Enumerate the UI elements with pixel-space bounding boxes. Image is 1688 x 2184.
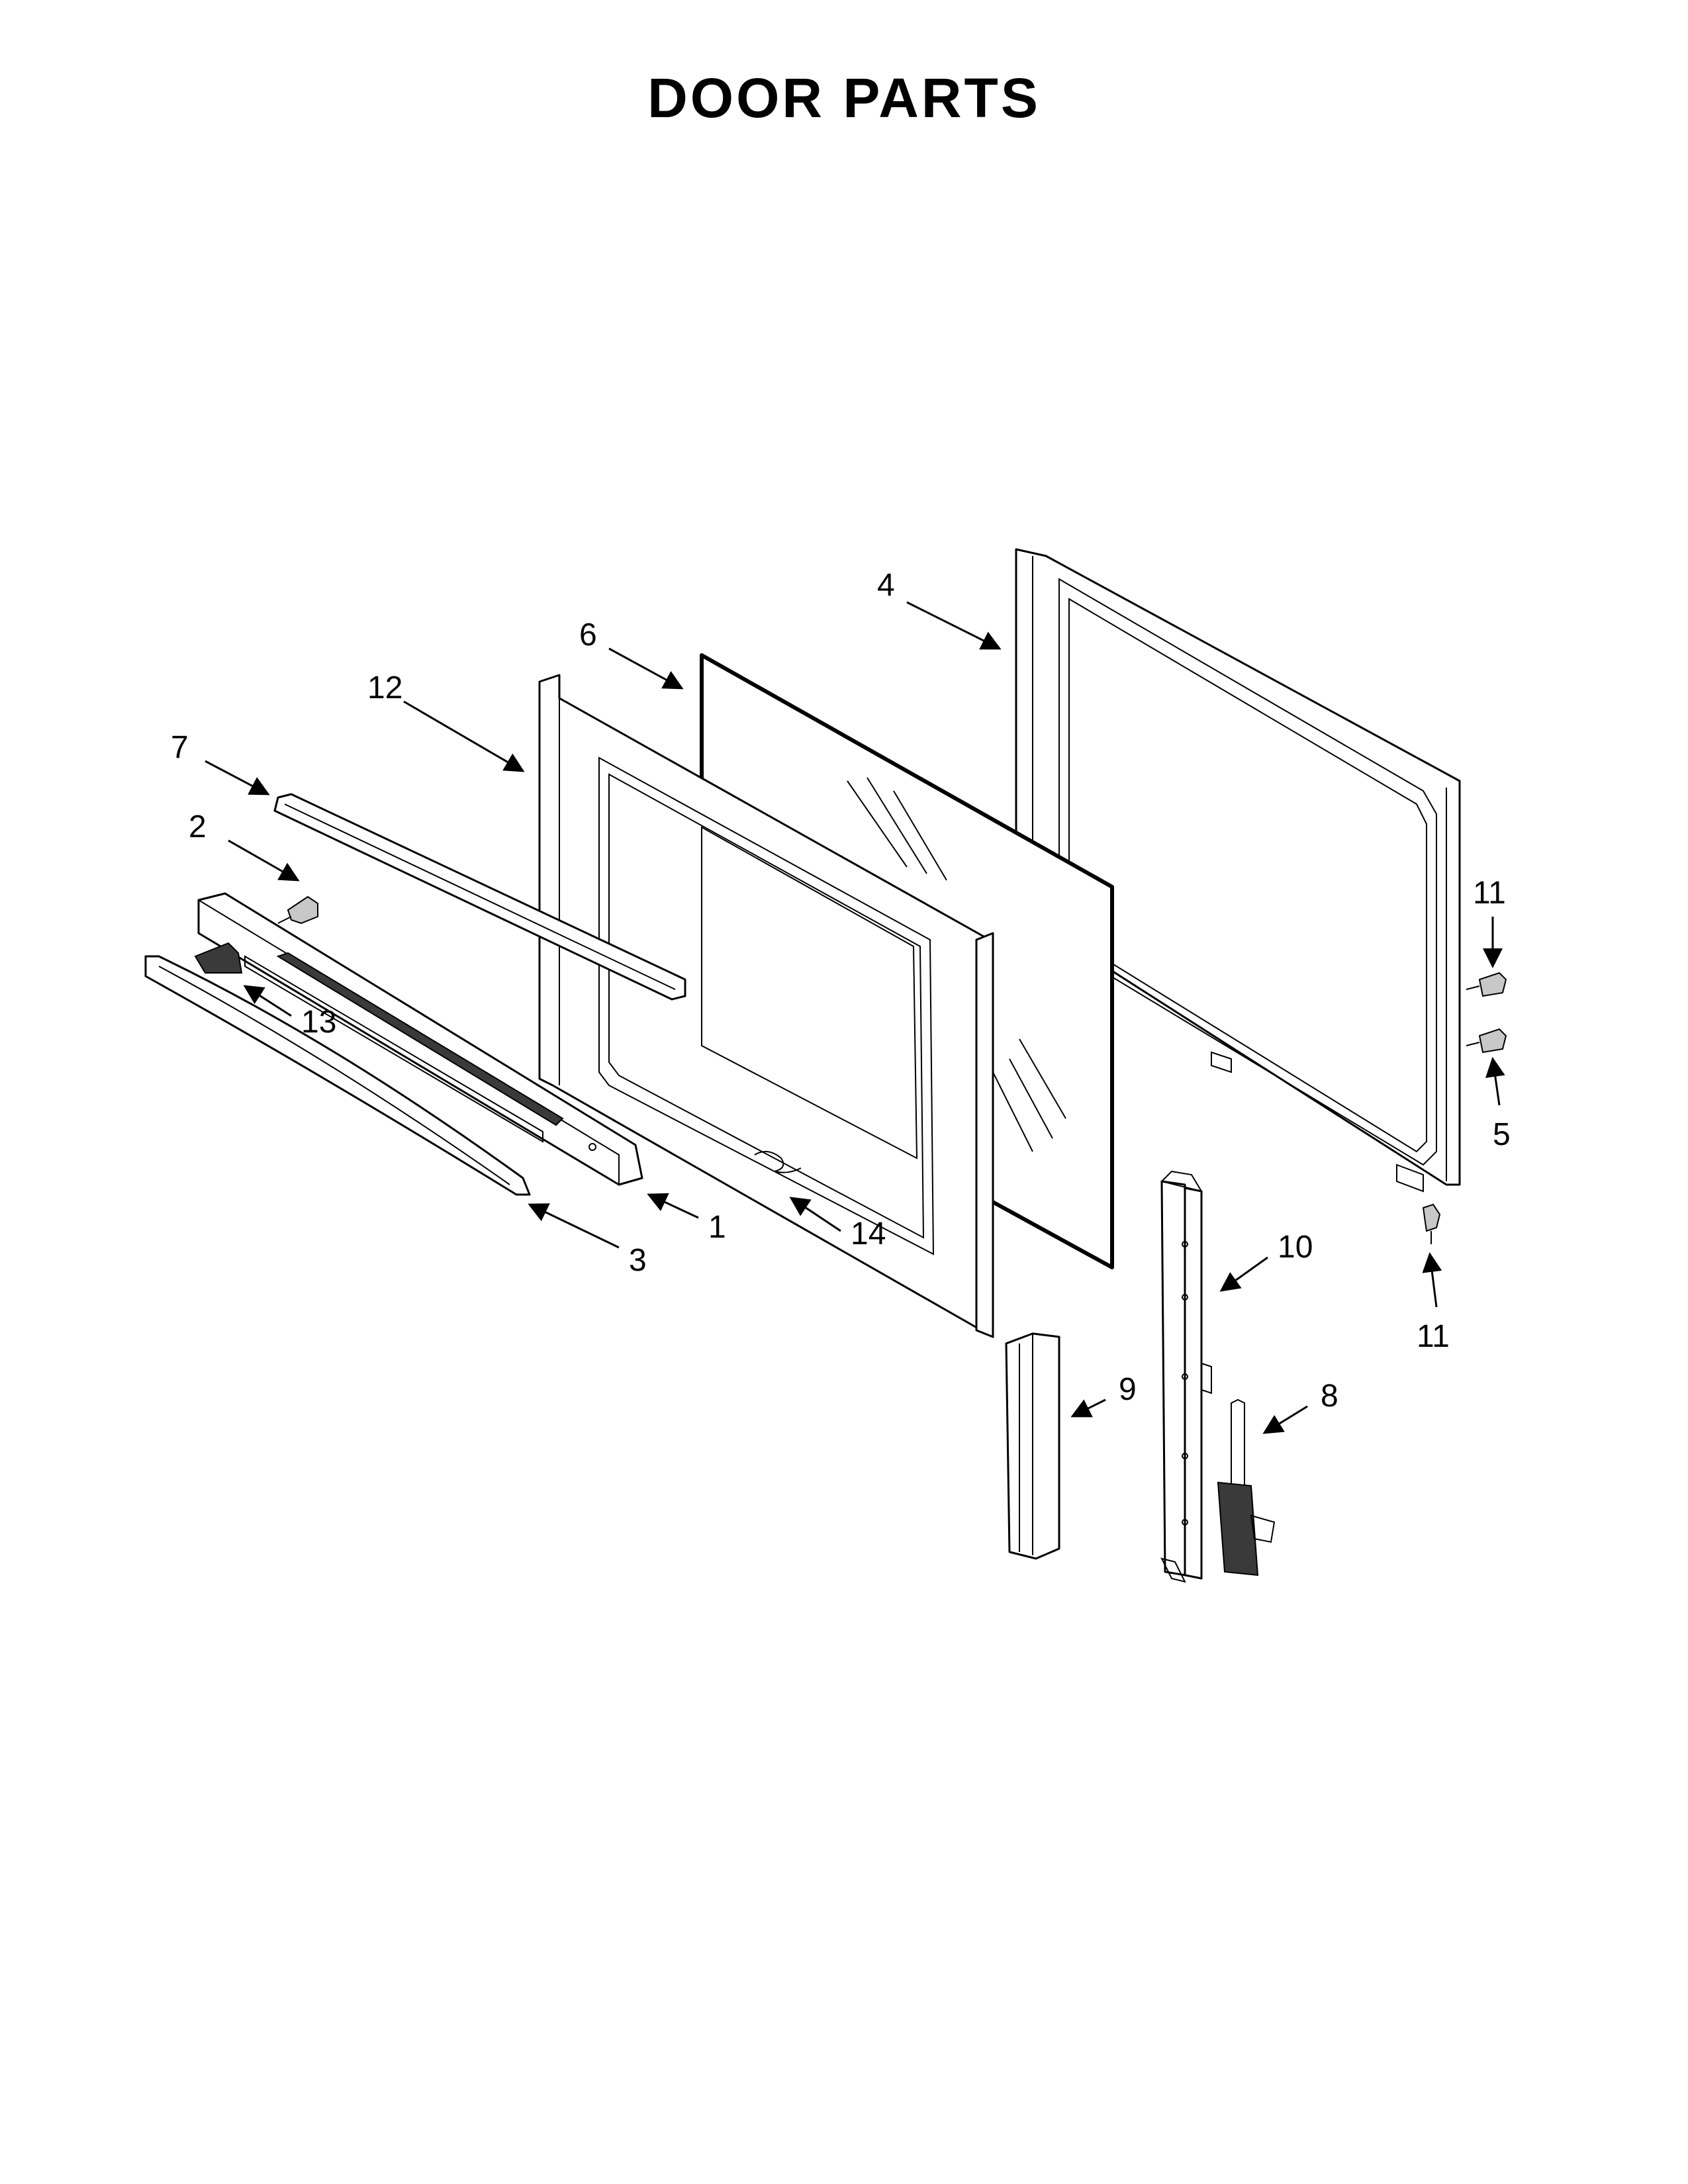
- leader-14: [789, 1197, 841, 1232]
- callout-7: 7: [171, 730, 189, 765]
- callout-2: 2: [189, 809, 207, 844]
- part-5-screw: [1466, 1028, 1507, 1054]
- part-13-end-cap: [194, 942, 243, 974]
- callout-1: 1: [708, 1210, 726, 1245]
- callout-13: 13: [301, 1005, 336, 1040]
- leader-2: [228, 839, 300, 882]
- callout-5: 5: [1493, 1117, 1511, 1152]
- leader-1: [647, 1193, 699, 1219]
- leader-12: [403, 700, 525, 772]
- callout-8: 8: [1321, 1379, 1338, 1414]
- leader-8: [1262, 1405, 1308, 1434]
- callout-3: 3: [629, 1243, 647, 1278]
- callout-14: 14: [851, 1216, 886, 1251]
- callout-10: 10: [1278, 1230, 1313, 1265]
- callout-9: 9: [1119, 1372, 1137, 1407]
- callout-12: 12: [367, 670, 402, 705]
- part-4-inner-door-frame: [1015, 548, 1461, 1193]
- leader-13: [243, 985, 292, 1017]
- leader-7: [205, 760, 270, 796]
- part-7-top-trim: [273, 793, 686, 1001]
- callout-11-lower: 11: [1417, 1319, 1450, 1354]
- leader-4: [906, 601, 1002, 650]
- leader-3: [528, 1203, 620, 1249]
- part-12-outer-door-panel: [538, 674, 994, 1338]
- part-10-hinge-bracket: [1160, 1170, 1212, 1583]
- leader-5: [1485, 1057, 1505, 1106]
- part-11-screw-lower: [1422, 1203, 1441, 1244]
- leader-6: [608, 647, 684, 690]
- part-9-channel: [1005, 1332, 1060, 1560]
- part-8-hinge: [1217, 1398, 1276, 1576]
- callout-11-upper: 11: [1473, 876, 1506, 911]
- part-2-screw: [277, 895, 318, 925]
- callout-6: 6: [579, 617, 597, 653]
- part-3-handle: [144, 955, 531, 1196]
- callout-4: 4: [877, 568, 895, 603]
- leader-9: [1070, 1398, 1106, 1418]
- leader-11-lower: [1422, 1252, 1442, 1308]
- leader-10: [1219, 1256, 1268, 1292]
- part-1-handle-base: [197, 892, 643, 1186]
- page-title: DOOR PARTS: [647, 67, 1041, 129]
- part-11-screw-upper: [1466, 972, 1507, 997]
